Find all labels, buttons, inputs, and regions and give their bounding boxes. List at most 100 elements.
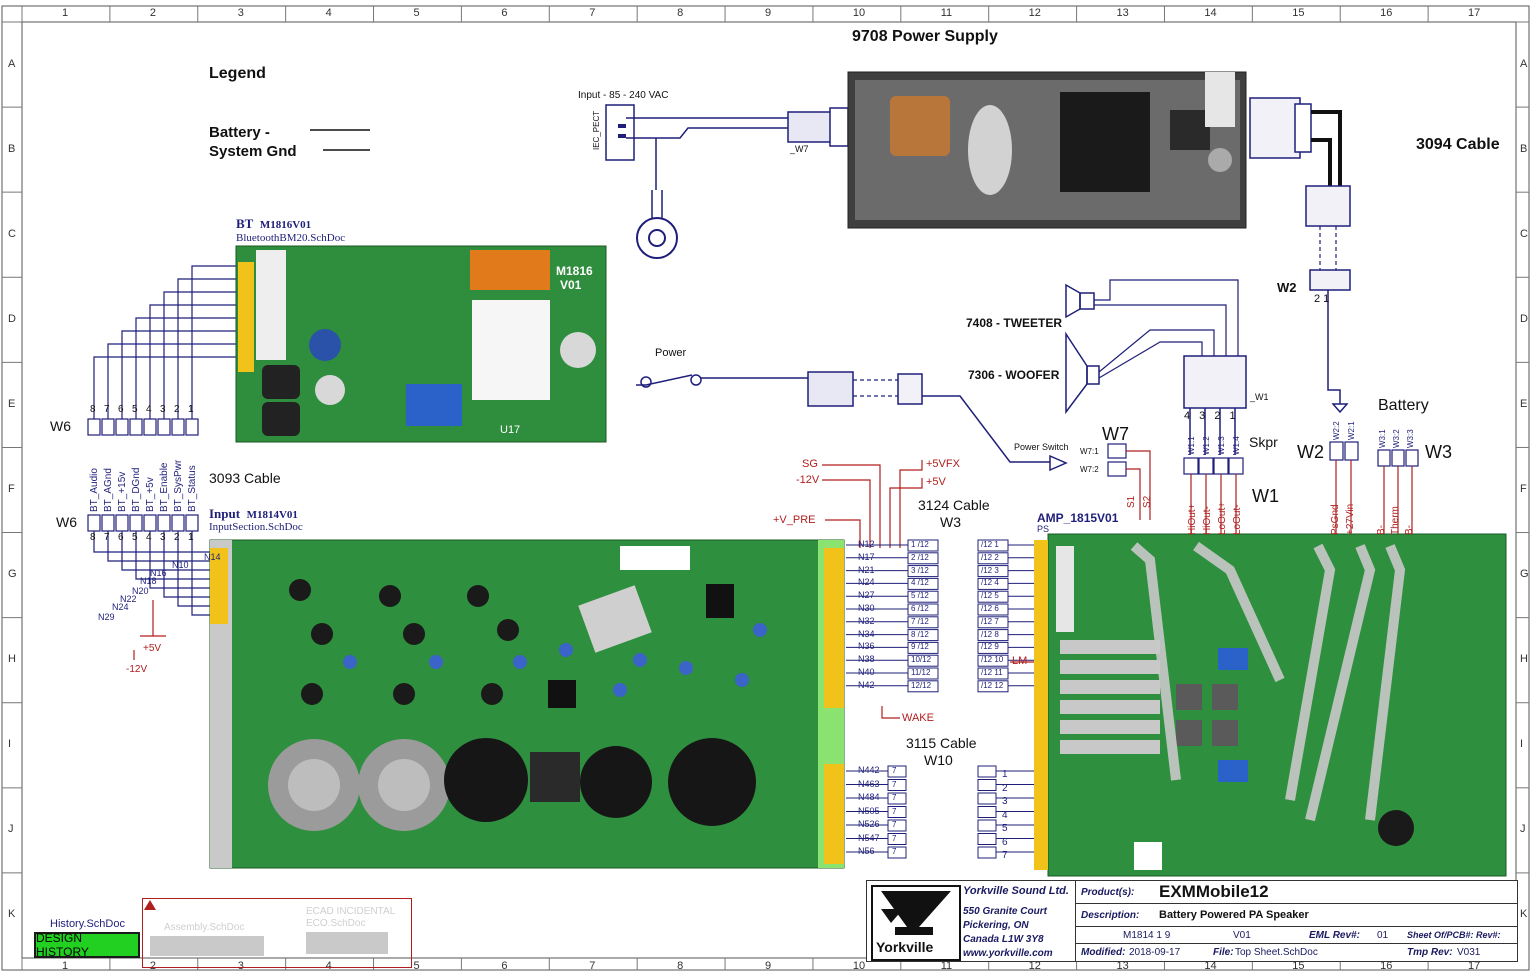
w3-signal-label: Therm	[1390, 506, 1401, 535]
w12-pin: 6 /12	[911, 604, 929, 613]
w7-amp-pin: 6	[1002, 836, 1008, 848]
column-number: 13	[1116, 7, 1129, 19]
w7-amp-pin: 1	[1002, 769, 1008, 780]
modified-date: 2018-09-17	[1129, 947, 1181, 958]
w6-top-pin: 5	[132, 404, 138, 415]
row-letter: C	[8, 227, 16, 240]
legend-title: Legend	[209, 65, 266, 82]
ac-input-label: Input - 85 - 240 VAC	[578, 90, 669, 101]
w1-pin-label: W1:2	[1202, 436, 1211, 455]
legend-battery: Battery -	[209, 124, 270, 141]
w1-signal-label: LoOut-	[1232, 504, 1243, 535]
column-number: 11	[940, 7, 953, 19]
row-letter: J	[1520, 823, 1526, 836]
sheet-label: Sheet Of/PCB#: Rev#:	[1407, 930, 1501, 940]
cable-3093-label: 3093 Cable	[209, 470, 281, 486]
amp-w12-pin: /12 9	[981, 642, 999, 652]
w2-signal-label: PsGnd	[1330, 504, 1341, 535]
w7-amp-pin: 3	[1002, 796, 1008, 807]
bt-board-sheet: BluetoothBM20.SchDoc	[236, 232, 346, 244]
skpr-label: Skpr	[1249, 434, 1278, 450]
w6-top-pin: 2	[174, 404, 180, 415]
amp-w12-pin: /12 2	[981, 552, 999, 562]
yorkville-logo-icon	[881, 891, 951, 935]
legend-system-gnd: System Gnd	[209, 143, 297, 160]
design-history-button[interactable]: DESIGN HISTORY	[34, 931, 140, 959]
w6-bottom-pin: 1	[188, 532, 194, 543]
yorkville-logo: Yorkville	[871, 885, 961, 961]
w2-top-label: W2	[1277, 280, 1297, 295]
row-letter: C	[1520, 227, 1528, 240]
column-number: 7	[589, 960, 596, 972]
column-number: 16	[1380, 7, 1393, 19]
w7-left-pin: 7	[892, 766, 897, 775]
column-number: 1	[61, 960, 69, 972]
bt-signal-2: BT_AGnd	[103, 468, 114, 512]
net-label-left: N20	[132, 586, 149, 596]
amp-w12-pin: /12 6	[981, 604, 999, 613]
w12-net: N24	[858, 577, 875, 588]
column-number: 8	[677, 960, 684, 972]
row-letter: F	[8, 483, 15, 495]
row-letter: A	[1520, 57, 1528, 70]
bt-signal-6: BT_Enable	[159, 462, 170, 512]
eco-button[interactable]	[306, 932, 388, 954]
row-letter: D	[1520, 312, 1528, 325]
w6-bottom-pin: 5	[132, 532, 138, 543]
net-label-left: N14	[204, 552, 221, 562]
w12-pin: 2 /12	[911, 552, 929, 562]
amp-w12-pin: /12 8	[981, 629, 999, 639]
w7-left-pin: 7	[892, 820, 897, 829]
row-letter: E	[1520, 397, 1528, 410]
rail-sg: SG	[802, 458, 818, 470]
w6-top-pin: 3	[160, 404, 166, 415]
rail-vpre: +V_PRE	[773, 514, 816, 526]
s2-label: S2	[1142, 495, 1153, 508]
column-number: 13	[1116, 960, 1129, 972]
rail-plus5v: +5V	[926, 476, 946, 488]
column-number: 15	[1292, 7, 1305, 19]
bt-silk-1: M1816	[556, 264, 593, 278]
w6-bottom-pin: 2	[174, 532, 180, 543]
bt-silk-3: U17	[500, 424, 521, 436]
column-number: 10	[852, 7, 866, 19]
w7-net: N505	[858, 805, 880, 816]
row-letter: B	[1520, 142, 1528, 155]
rail-minus12v: -12V	[796, 474, 820, 486]
row-letter: I	[8, 738, 12, 751]
row-letter: J	[8, 823, 14, 836]
incidental-box	[142, 898, 412, 968]
assembly-button[interactable]	[150, 936, 264, 956]
file-name: Top Sheet.SchDoc	[1235, 947, 1318, 958]
history-sheet-label: History.SchDoc	[50, 918, 125, 930]
rail-left-minus12v: -12V	[126, 664, 148, 675]
w2-signal-label: +27Vin	[1345, 503, 1356, 535]
net-label-left: N10	[172, 560, 189, 570]
rail-plus5vfx: +5VFX	[926, 458, 960, 470]
w6-top-label: W6	[50, 418, 71, 434]
cable-3094-label: 3094 Cable	[1416, 136, 1500, 153]
w6-top-pin: 8	[90, 404, 96, 415]
cable-3124-w3: W3	[940, 514, 961, 530]
tmp-rev-label: Tmp Rev:	[1407, 947, 1453, 958]
product-label: Product(s):	[1081, 887, 1135, 898]
row-letter: A	[8, 57, 16, 70]
column-number: 16	[1380, 960, 1393, 972]
w7-amp-pin: 7	[1002, 850, 1008, 861]
bt-signal-8: BT_Status	[187, 465, 198, 512]
tmp-rev-value: V031	[1457, 947, 1481, 958]
row-letter: B	[8, 142, 16, 155]
w12-net: N12	[858, 539, 875, 549]
w12-pin: 3 /12	[911, 565, 929, 575]
bt-board-title: BT M1816V01	[236, 216, 312, 231]
column-number: 5	[413, 960, 420, 972]
column-number: 4	[325, 7, 332, 19]
w1-pin-label: W1:1	[1187, 436, 1196, 455]
w12-net: N17	[858, 551, 875, 562]
eml-label: EML Rev#:	[1309, 930, 1360, 941]
w1-mid-label: W1	[1252, 486, 1279, 506]
amp-w12-pin: /12 12	[981, 680, 1004, 690]
column-number: 15	[1292, 960, 1305, 972]
amp-board-image	[1034, 533, 1507, 877]
